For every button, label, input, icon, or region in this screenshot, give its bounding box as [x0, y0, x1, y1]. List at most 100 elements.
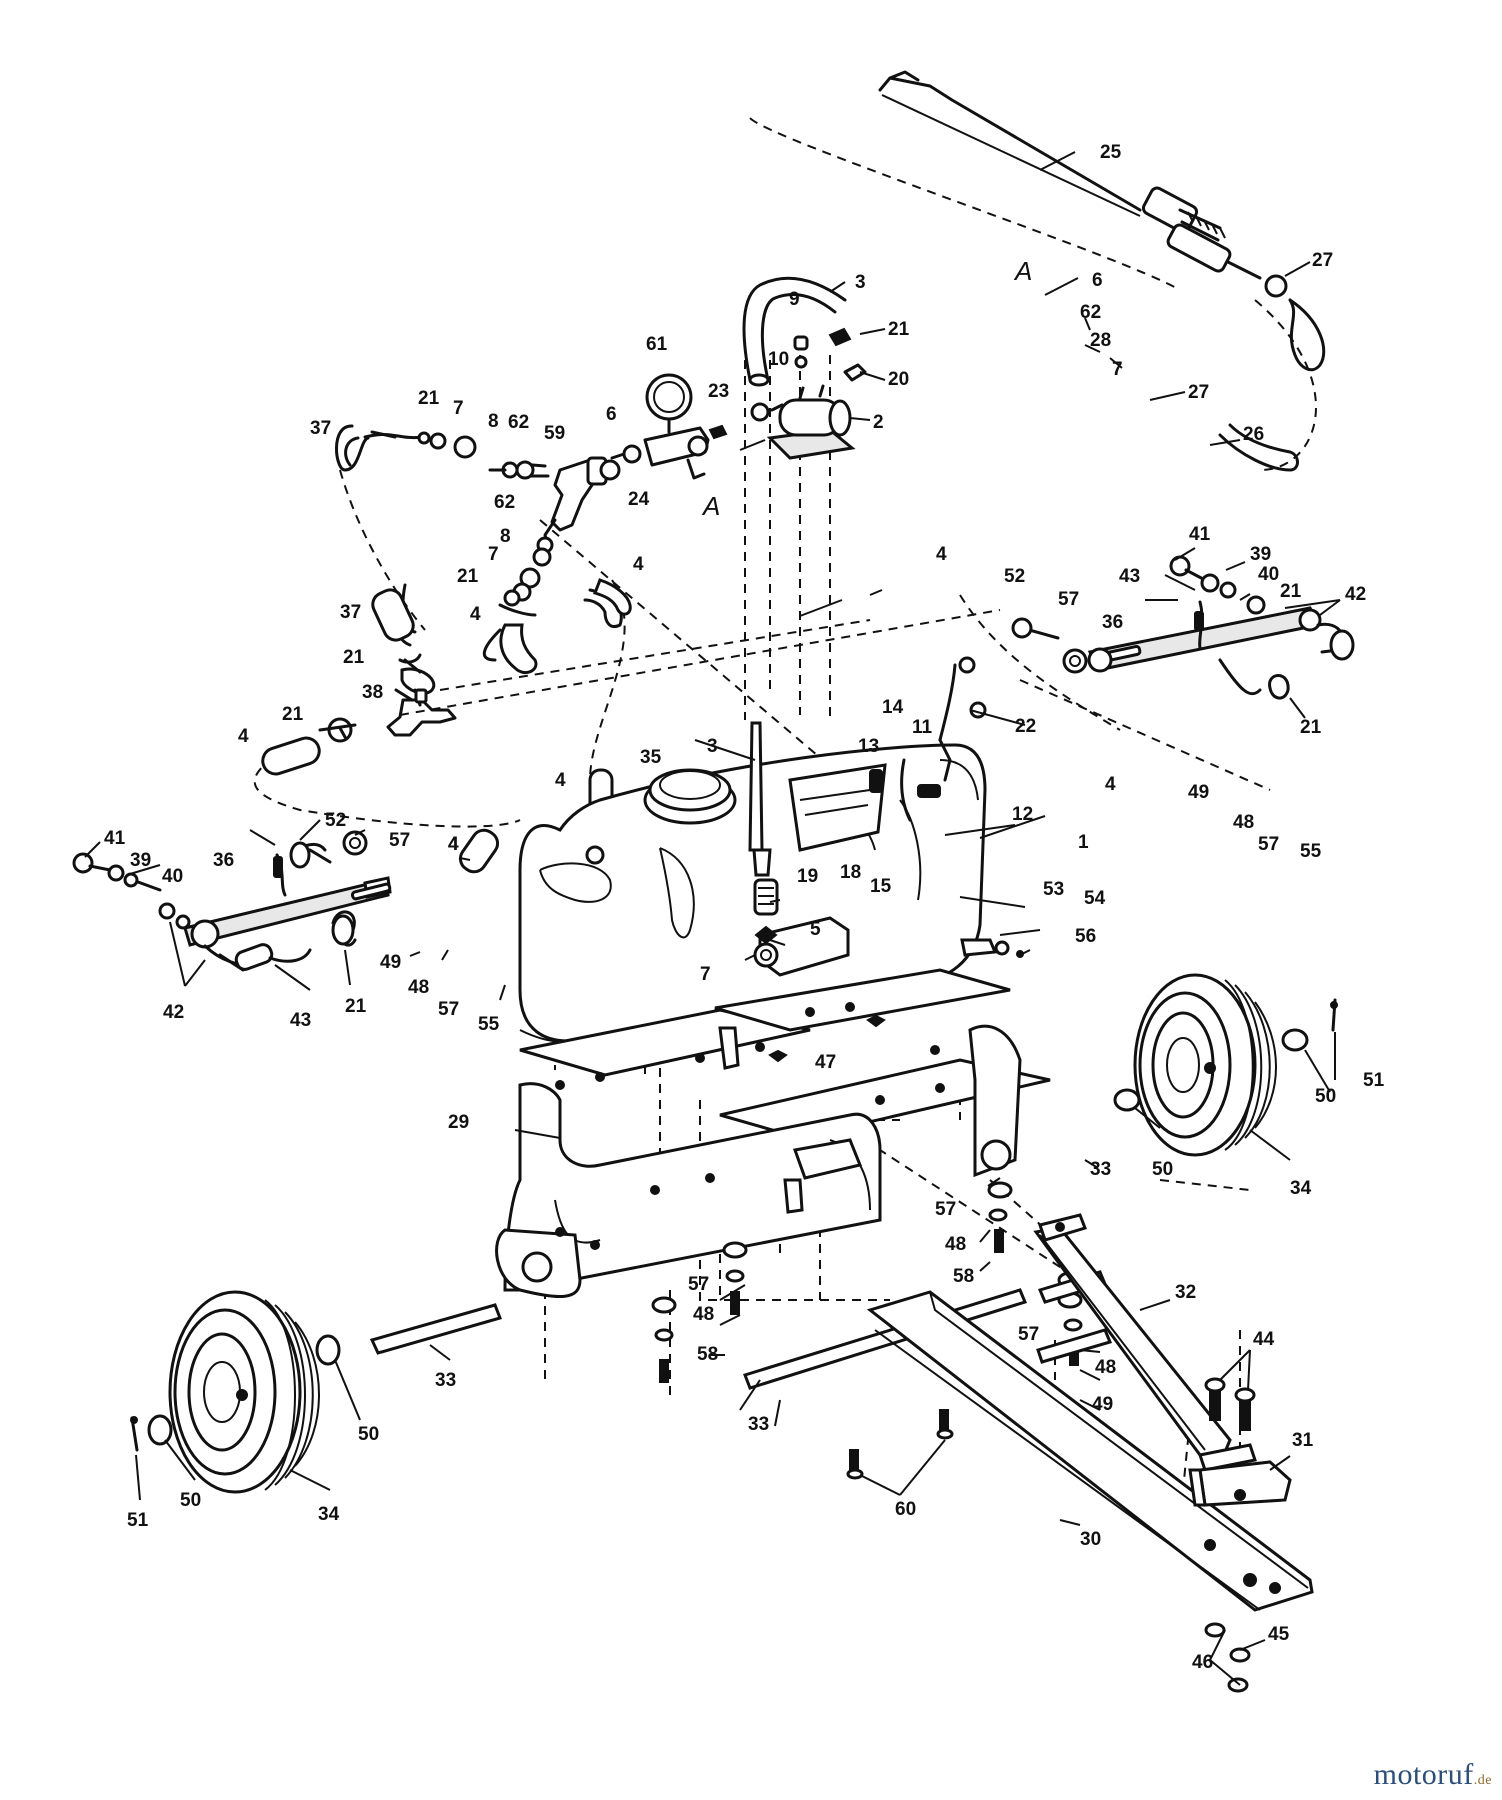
callout-19: 19	[797, 866, 818, 887]
callout-26: 26	[1243, 424, 1264, 445]
callout-5: 5	[810, 919, 821, 940]
callout-61: 61	[646, 334, 668, 355]
pump-and-hose	[742, 276, 867, 460]
callout-48: 48	[1095, 1357, 1116, 1378]
callout-4: 4	[448, 834, 459, 855]
gauge-manifold-assembly	[335, 373, 728, 607]
callout-21: 21	[282, 704, 304, 725]
spray-wand-assembly	[878, 70, 1326, 472]
callout-62: 62	[1080, 302, 1101, 323]
callout-letter-a: A	[1013, 256, 1032, 286]
callout-4: 4	[555, 770, 566, 791]
left-hose-cluster	[261, 583, 623, 776]
callout-7: 7	[1112, 359, 1123, 380]
callout-11: 11	[912, 717, 933, 738]
callout-39: 39	[130, 850, 151, 871]
callout-20: 20	[888, 369, 909, 390]
callout-57: 57	[1058, 589, 1079, 610]
callout-9: 9	[789, 289, 800, 310]
callout-57: 57	[1258, 834, 1279, 855]
callout-55: 55	[478, 1014, 500, 1035]
callout-33: 33	[1090, 1159, 1111, 1180]
callout-15: 15	[870, 876, 892, 897]
callout-35: 35	[640, 747, 662, 768]
callout-48: 48	[945, 1234, 966, 1255]
callout-23: 23	[708, 381, 729, 402]
callout-14: 14	[882, 697, 904, 718]
left-boom-assembly	[72, 830, 392, 972]
callout-42: 42	[163, 1002, 184, 1023]
callout-numbers: 25 27 A 6 62 28 7 27 26 3 9 21 61 10 20 …	[104, 142, 1385, 1673]
callout-51: 51	[127, 1510, 149, 1531]
callout-21: 21	[1300, 717, 1322, 738]
callout-7: 7	[700, 964, 711, 985]
callout-21: 21	[345, 996, 367, 1017]
callout-59: 59	[544, 423, 565, 444]
callout-25: 25	[1100, 142, 1122, 163]
callout-24: 24	[628, 489, 650, 510]
callout-3: 3	[855, 272, 866, 293]
callout-56: 56	[1075, 926, 1096, 947]
callout-29: 29	[448, 1112, 469, 1133]
callout-22: 22	[1015, 716, 1036, 737]
callout-13: 13	[858, 736, 879, 757]
callout-46: 46	[1192, 1652, 1213, 1673]
callout-42: 42	[1345, 584, 1366, 605]
callout-8: 8	[500, 526, 511, 547]
callout-27: 27	[1312, 250, 1333, 271]
callout-53: 53	[1043, 879, 1064, 900]
callout-54: 54	[1084, 888, 1106, 909]
callout-21: 21	[343, 647, 365, 668]
callout-36: 36	[1102, 612, 1123, 633]
callout-4: 4	[1105, 774, 1116, 795]
callout-44: 44	[1253, 1329, 1275, 1350]
callout-51: 51	[1363, 1070, 1385, 1091]
callout-30: 30	[1080, 1529, 1101, 1550]
callout-34: 34	[1290, 1178, 1312, 1199]
callout-52: 52	[325, 810, 346, 831]
callout-57: 57	[935, 1199, 956, 1220]
callout-41: 41	[1189, 524, 1211, 545]
callout-33: 33	[435, 1370, 456, 1391]
callout-31: 31	[1292, 1430, 1314, 1451]
callout-50: 50	[1315, 1086, 1336, 1107]
callout-4: 4	[448, 834, 459, 855]
callout-8: 8	[488, 411, 499, 432]
callout-6: 6	[1092, 270, 1103, 291]
callout-50: 50	[358, 1424, 379, 1445]
leader-lines	[84, 151, 1341, 1686]
callout-1: 1	[1078, 832, 1089, 853]
callout-41: 41	[104, 828, 126, 849]
callout-50: 50	[1152, 1159, 1173, 1180]
callout-45: 45	[1268, 1624, 1290, 1645]
callout-2: 2	[873, 412, 884, 433]
callout-34: 34	[318, 1504, 340, 1525]
callout-60: 60	[895, 1499, 916, 1520]
callout-7: 7	[488, 544, 499, 565]
watermark-domain: .de	[1473, 1773, 1492, 1788]
callout-47: 47	[815, 1052, 836, 1073]
tank-valves	[753, 878, 779, 968]
callout-21: 21	[418, 388, 440, 409]
callout-36: 36	[213, 850, 234, 871]
tow-tongue	[846, 1213, 1314, 1693]
callout-28: 28	[1090, 330, 1111, 351]
callout-57: 57	[688, 1274, 709, 1295]
callout-50: 50	[180, 1490, 201, 1511]
callout-37: 37	[340, 602, 361, 623]
callout-18: 18	[840, 862, 861, 883]
callout-52: 52	[1004, 566, 1025, 587]
callout-57: 57	[438, 999, 459, 1020]
callout-4: 4	[936, 544, 947, 565]
callout-10: 10	[768, 349, 789, 370]
callout-48: 48	[1233, 812, 1254, 833]
callout-58: 58	[953, 1266, 974, 1287]
watermark-brand: motoruf	[1373, 1758, 1474, 1791]
callout-39: 39	[1250, 544, 1271, 565]
callout-4: 4	[238, 726, 249, 747]
callout-49: 49	[1188, 782, 1209, 803]
callout-49: 49	[380, 952, 401, 973]
callout-33: 33	[748, 1414, 769, 1435]
callout-43: 43	[1119, 566, 1140, 587]
